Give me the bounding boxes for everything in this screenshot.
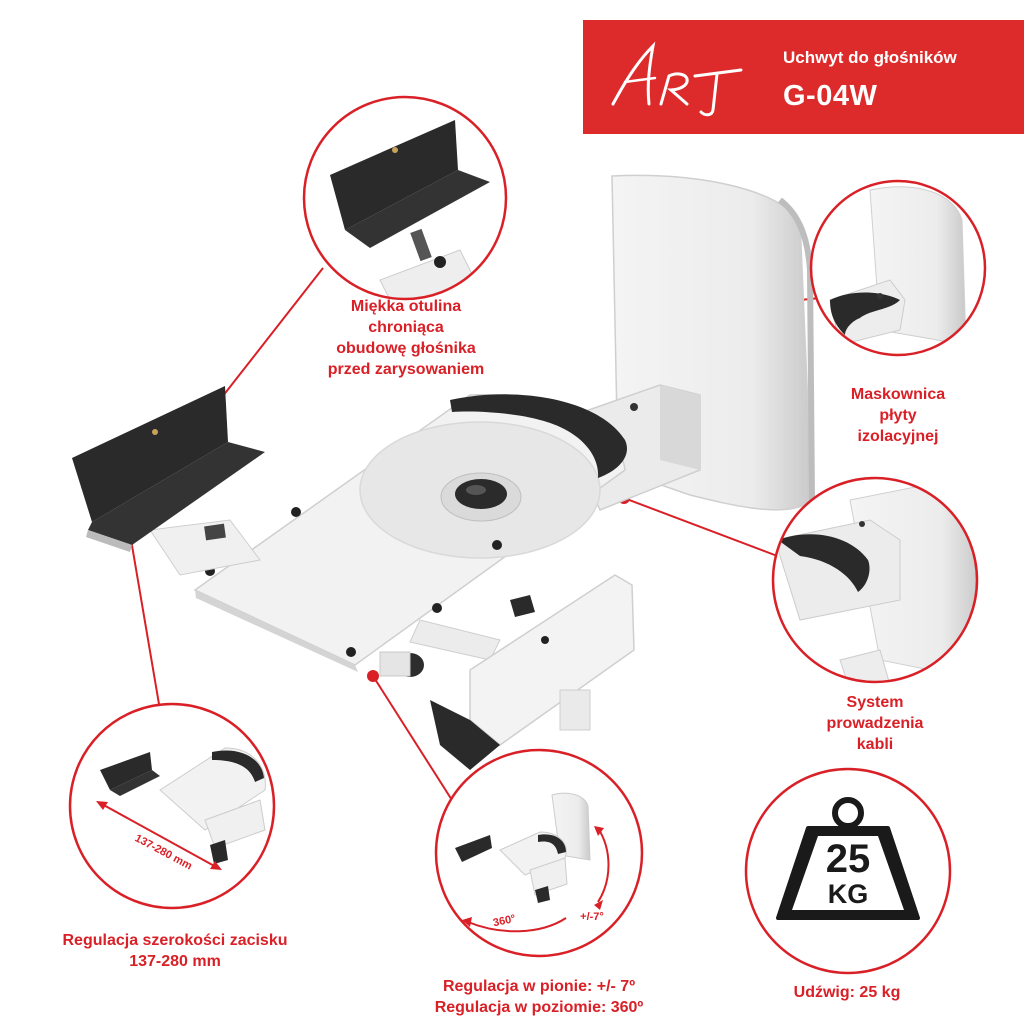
detail-circle-width-adjust: 137-280 mm: [68, 702, 276, 910]
label-width-adjust: Regulacja szerokości zacisku 137-280 mm: [62, 932, 288, 970]
detail-circle-soft-cover: [302, 95, 508, 301]
detail-circle-cable-system: [771, 476, 979, 684]
label-soft-cover: Miękka otulina chroniąca obudowę głośnik…: [327, 298, 485, 378]
label-cable-system: System prowadzenia kabli: [826, 694, 924, 753]
label-mask-plate: Maskownica płyty izolacyjnej: [850, 386, 946, 445]
label-capacity: Udźwig: 25 kg: [793, 984, 901, 1001]
detail-circle-capacity: 25 KG: [744, 767, 952, 975]
detail-circle-rotation-adjust: 360° +/-7°: [434, 748, 644, 958]
weight-value: 25: [826, 837, 871, 881]
banner-subtitle: Uchwyt do głośników: [783, 48, 957, 67]
weight-icon: 25 KG: [776, 797, 920, 920]
label-rotation-adjust: Regulacja w pionie: +/- 7º Regulacja w p…: [434, 978, 644, 1016]
weight-unit: KG: [828, 879, 869, 909]
detail-circle-mask-plate: [809, 179, 987, 357]
vertical-angle-label: +/-7°: [580, 911, 604, 923]
horizontal-angle-label: 360°: [492, 913, 517, 929]
header-banner: Uchwyt do głośników G-04W: [583, 20, 1024, 134]
speaker-bracket-main: [72, 174, 815, 770]
banner-model: G-04W: [783, 80, 878, 112]
brand-logo: [611, 41, 743, 117]
